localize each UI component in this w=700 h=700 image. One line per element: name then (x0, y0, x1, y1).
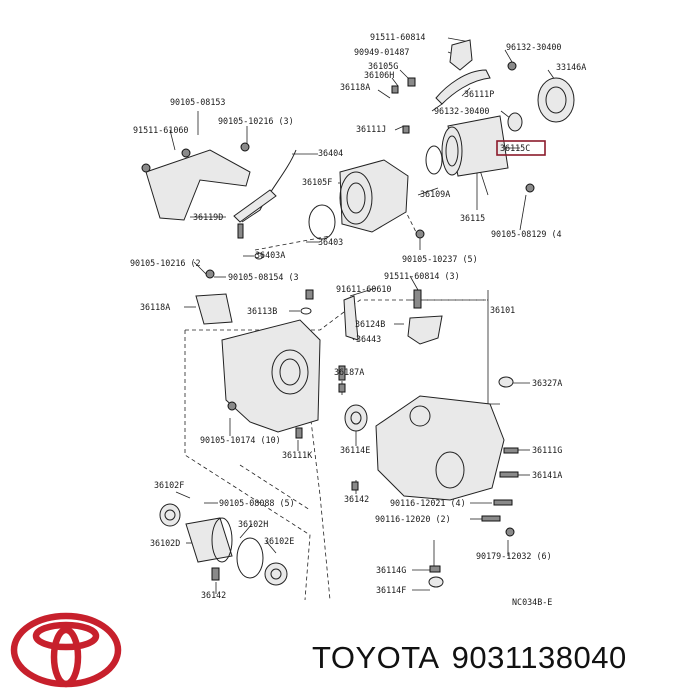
part-label: 90105-08154 (3 (228, 272, 299, 282)
part-number: 9031138040 (451, 640, 627, 675)
part-label: 36443 (356, 334, 381, 344)
part-label: 36111J (356, 124, 386, 134)
brand-caption: TOYOTA 9031138040 (312, 640, 639, 676)
part-label: 90179-12032 (6) (476, 551, 552, 561)
part-label: 91611-60610 (336, 284, 391, 294)
part-label: 36102F (154, 480, 184, 490)
part-label: 36102H (238, 519, 268, 529)
part-label: 96132-30400 (506, 42, 561, 52)
part-label: 36141A (532, 470, 562, 480)
highlight-frame (496, 140, 546, 156)
part-label: 36114E (340, 445, 370, 455)
part-label: 36115 (460, 213, 485, 223)
part-label: 90949-01487 (354, 47, 409, 57)
part-label: 90105-08153 (170, 97, 225, 107)
part-label: 90116-12021 (4) (390, 498, 466, 508)
part-label: 36118A (340, 82, 370, 92)
part-label: 90105-08088 (5) (219, 498, 295, 508)
brand-name: TOYOTA (312, 640, 440, 675)
part-label: 36102D (150, 538, 180, 548)
part-label: 36142 (344, 494, 369, 504)
part-label: 36327A (532, 378, 562, 388)
part-label: 91511-60814 (370, 32, 425, 42)
part-label: 90105-08129 (4 (491, 229, 562, 239)
part-label: 36106H (364, 70, 394, 80)
part-label: 36113B (247, 306, 277, 316)
part-label: 36115C (500, 143, 530, 153)
part-label: 90105-10216 (2 (130, 258, 201, 268)
toyota-logo-icon (10, 612, 122, 688)
part-label: 96132-30400 (434, 106, 489, 116)
part-label: 36109A (420, 189, 450, 199)
part-label: 90105-10237 (5) (402, 254, 478, 264)
part-label: 36118A (140, 302, 170, 312)
part-label: NC034B-E (512, 597, 552, 607)
part-label: 36142 (201, 590, 226, 600)
part-label: 36111P (464, 89, 494, 99)
part-label: 36102E (264, 536, 294, 546)
part-label: 36114F (376, 585, 406, 595)
parts-artwork (141, 39, 575, 588)
part-label: 91511-61060 (133, 125, 188, 135)
part-label: 36101 (490, 305, 515, 315)
part-label: 90116-12020 (2) (375, 514, 451, 524)
part-label: 90105-10216 (3) (218, 116, 294, 126)
part-labels: 91511-60814 90949-01487 96132-30400 3314… (130, 32, 586, 607)
part-label: 36404 (318, 148, 343, 158)
part-label: 91511-60814 (3) (384, 271, 460, 281)
part-label: 36403 (318, 237, 343, 247)
part-label: 36105F (302, 177, 332, 187)
part-label: 33146A (556, 62, 586, 72)
part-label: 36187A (334, 367, 364, 377)
part-label: 36105G (368, 61, 398, 71)
part-label: 36111G (532, 445, 562, 455)
part-label: 36111K (282, 450, 313, 460)
part-label: 36119D (193, 212, 223, 222)
part-label: 36124B (355, 319, 385, 329)
part-label: 36403A (255, 250, 285, 260)
part-label: 90105-10174 (10) (200, 435, 281, 445)
part-label: 36114G (376, 565, 406, 575)
